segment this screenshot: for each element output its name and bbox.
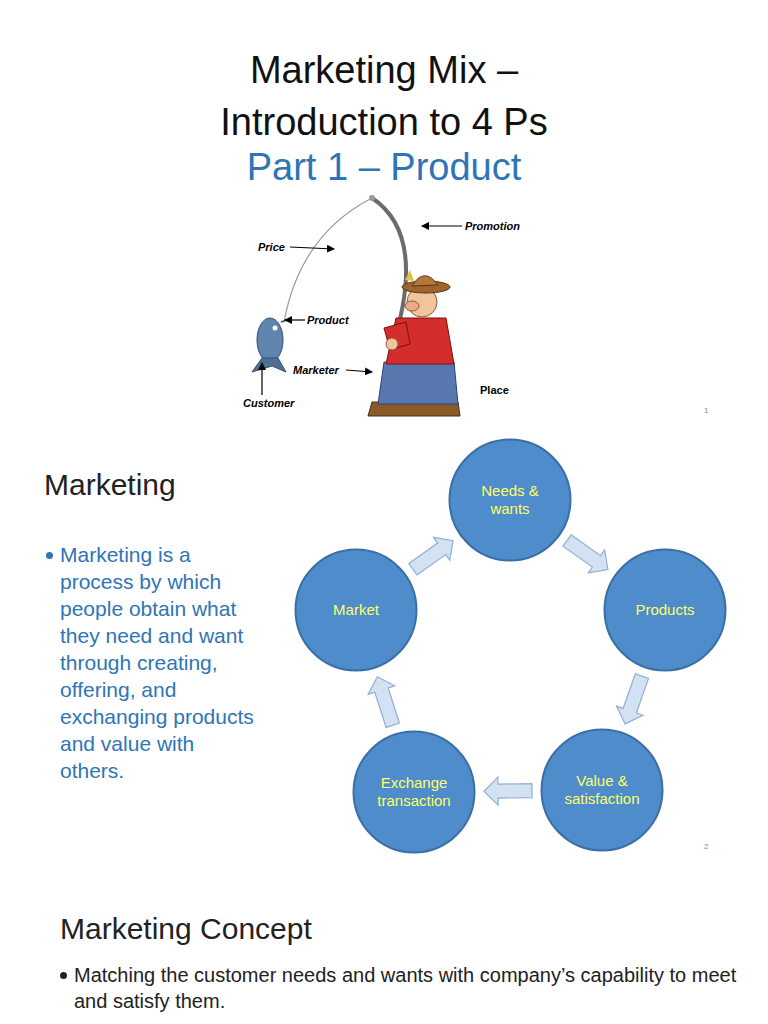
node-text: Exchange transaction	[364, 774, 464, 810]
slide-subtitle: Part 1 – Product	[164, 144, 604, 190]
fish	[252, 318, 287, 372]
cycle-arrow	[617, 674, 649, 724]
bullet-dot	[46, 552, 53, 559]
slide-heading: Marketing Concept	[60, 910, 312, 948]
leader-arrow	[261, 363, 262, 395]
node-text: Market	[306, 601, 406, 619]
slide-title: Marketing Mix – Introduction to 4 Ps	[174, 44, 594, 148]
illustration-label: Customer	[243, 396, 294, 410]
illustration-label: Place	[480, 383, 509, 397]
leader-arrow	[346, 370, 372, 372]
leader-arrow	[290, 247, 334, 249]
circle-shape	[354, 732, 475, 853]
cycle-circle: Exchange transaction	[352, 730, 476, 854]
illustration-label: Promotion	[465, 219, 520, 233]
bullet-text: Marketing is a process by which people o…	[60, 541, 258, 784]
circle-shape	[605, 550, 726, 671]
node-text: Value & satisfaction	[552, 772, 652, 808]
leader-arrow	[422, 225, 462, 226]
cycle-circle: Products	[603, 548, 727, 672]
circle-shape	[296, 550, 417, 671]
cycle-circle: Needs & wants	[448, 438, 572, 562]
slide-number: 2	[704, 842, 708, 852]
cycle-circle: Market	[294, 548, 418, 672]
cycle-circle: Value & satisfaction	[540, 728, 664, 852]
node-text: Needs & wants	[460, 482, 560, 518]
cycle-arrow	[409, 537, 453, 575]
cycle-arrow	[484, 777, 532, 805]
illustration-label: Price	[258, 240, 285, 254]
leader-arrow	[285, 319, 305, 320]
slide-number: 1	[704, 406, 708, 416]
circle-shape	[542, 730, 663, 851]
circle-shape	[450, 440, 571, 561]
bullet-dot	[60, 972, 67, 979]
fishing-line	[284, 198, 372, 322]
bullet-text: Matching the customer needs and wants wi…	[74, 962, 738, 1014]
fisherman	[368, 270, 460, 416]
node-text: Products	[615, 601, 715, 619]
slide-heading: Marketing	[44, 466, 176, 504]
cycle-arrow	[368, 677, 399, 728]
cycle-arrow	[563, 535, 608, 573]
illustration-label: Marketer	[293, 363, 339, 377]
illustration-label: Product	[307, 313, 349, 327]
